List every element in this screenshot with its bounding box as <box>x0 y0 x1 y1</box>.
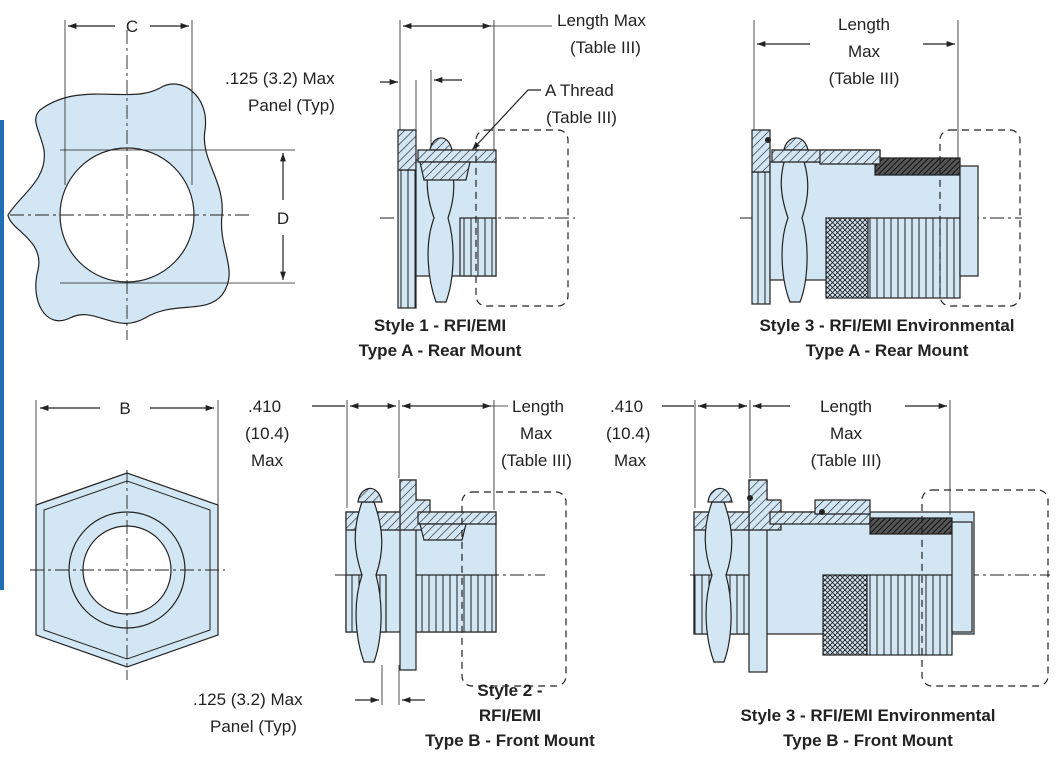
style2-caption-line3: Type B - Front Mount <box>425 731 595 750</box>
label-c: C <box>126 17 138 36</box>
length3b-line1: Length <box>820 397 872 416</box>
length3a-line2: Max <box>848 42 881 61</box>
length3b-line2: Max <box>830 424 863 443</box>
dimension-d: D <box>277 153 289 280</box>
style1-caption-line2: Type A - Rear Mount <box>359 341 522 360</box>
length3a-line1: Length <box>838 15 890 34</box>
style3b-dims: .410 (10.4) Max Length Max (Table III) <box>606 397 947 470</box>
dim410-left-line1: .410 <box>248 397 281 416</box>
panel-bottom-line1: .125 (3.2) Max <box>193 690 303 709</box>
length2-line3: (Table III) <box>501 451 572 470</box>
style3a-dims: Length Max (Table III) <box>757 15 955 88</box>
dimension-c: C <box>67 17 189 36</box>
length2-line1: Length <box>512 397 564 416</box>
panel-top-line1: .125 (3.2) Max <box>225 69 335 88</box>
panel-cutout-round <box>7 20 295 340</box>
style3a-caption-line1: Style 3 - RFI/EMI Environmental <box>759 316 1014 335</box>
style2-caption-line1: Style 2 - <box>477 681 542 700</box>
style2-caption-line2: RFI/EMI <box>479 706 541 725</box>
style3b-caption-line1: Style 3 - RFI/EMI Environmental <box>740 706 995 725</box>
style1-caption: Style 1 - RFI/EMI Type A - Rear Mount <box>359 316 522 360</box>
length3b-line3: (Table III) <box>811 451 882 470</box>
style3a-caption: Style 3 - RFI/EMI Environmental Type A -… <box>759 316 1014 360</box>
panel-top-line2: Panel (Typ) <box>248 96 335 115</box>
style3b-caption-line2: Type B - Front Mount <box>783 731 953 750</box>
style2-dims: .410 (10.4) Max Length Max (Table III) .… <box>193 397 572 736</box>
length1-line2: (Table III) <box>570 38 641 57</box>
style1-dims: Length Max (Table III) .125 (3.2) Max Pa… <box>225 11 646 151</box>
style1-connector <box>380 20 575 309</box>
label-d: D <box>277 209 289 228</box>
label-b: B <box>119 399 130 418</box>
style2-connector <box>335 400 567 705</box>
style2-caption: Style 2 - RFI/EMI Type B - Front Mount <box>425 681 595 750</box>
style3b-connector <box>690 400 1050 687</box>
dim410-right-line1: .410 <box>610 397 643 416</box>
style3a-connector <box>740 20 1022 307</box>
dim410-left-line3: Max <box>251 451 284 470</box>
dimension-b: B <box>40 399 214 418</box>
style3a-caption-line2: Type A - Rear Mount <box>806 341 969 360</box>
dim410-right-line3: Max <box>614 451 647 470</box>
length2-line2: Max <box>520 424 553 443</box>
dim410-left-line2: (10.4) <box>245 424 289 443</box>
panel-bottom-line2: Panel (Typ) <box>210 717 297 736</box>
a-thread-line1: A Thread <box>545 81 614 100</box>
hex-nut-view <box>30 400 225 680</box>
style1-caption-line1: Style 1 - RFI/EMI <box>374 316 506 335</box>
length3a-line3: (Table III) <box>829 69 900 88</box>
side-tab <box>0 120 4 590</box>
length1-line1: Length Max <box>557 11 646 30</box>
a-thread-line2: (Table III) <box>546 108 617 127</box>
dim410-right-line2: (10.4) <box>606 424 650 443</box>
style3b-caption: Style 3 - RFI/EMI Environmental Type B -… <box>740 706 995 750</box>
